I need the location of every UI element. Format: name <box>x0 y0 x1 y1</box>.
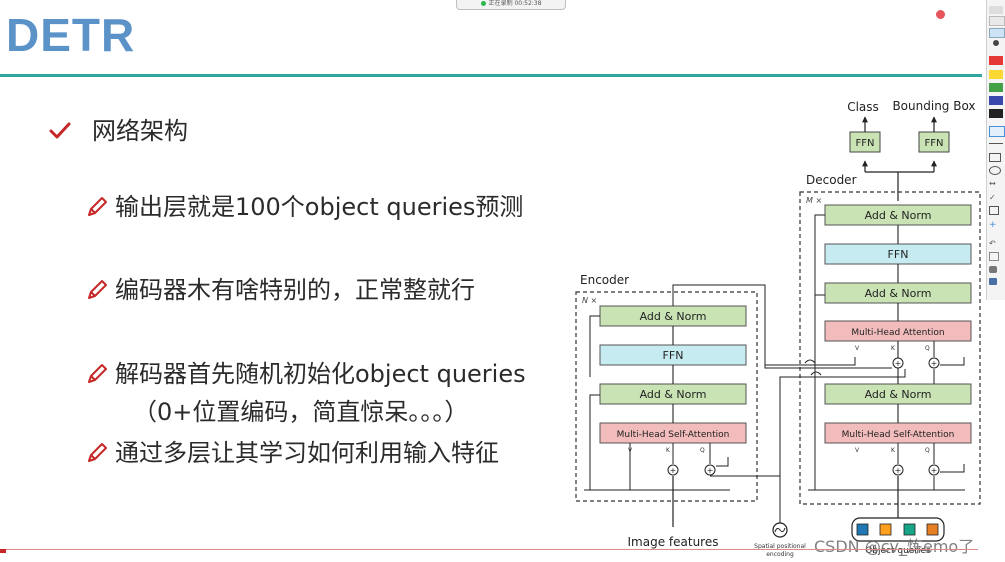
detr-architecture-diagram: Class Bounding Box FFN FFN Decoder M × A… <box>575 99 981 558</box>
dec-cross-v: V <box>855 345 860 352</box>
plus-icon[interactable]: + <box>989 220 997 230</box>
decoder-add-norm-3-label: Add & Norm <box>865 209 932 222</box>
bullet-text: 输出层就是100个object queries预测 <box>115 193 524 221</box>
check-tool-icon[interactable]: ✓ <box>989 193 996 202</box>
decoder-add-norm-1-label: Add & Norm <box>865 388 932 401</box>
bullet-text: 网络架构 <box>92 117 188 145</box>
decoder-repeat-label: M × <box>806 196 822 205</box>
dec-self-q: Q <box>925 447 930 454</box>
class-ffn-label: FFN <box>856 138 875 149</box>
encoder-block <box>575 291 758 502</box>
bullet-text: 解码器首先随机初始化object queries <box>115 360 526 388</box>
csdn-watermark: CSDN @cv_炼emo了 <box>814 537 975 556</box>
encoder-ffn-label: FFN <box>663 349 684 362</box>
ellipse-tool-icon[interactable] <box>989 166 1001 175</box>
dec-self-v: V <box>855 447 860 454</box>
pen-size-icon[interactable] <box>993 40 999 46</box>
spatial-encoding-label-2: encoding <box>766 551 794 558</box>
class-label: Class <box>847 100 879 114</box>
color-yellow-swatch[interactable] <box>989 70 1003 79</box>
encoder-self-attention-label: Multi-Head Self-Attention <box>617 430 730 440</box>
dec-self-k: K <box>891 447 896 454</box>
decoder-block <box>799 191 981 505</box>
checkmark-icon <box>49 122 71 139</box>
image-features-label: Image features <box>628 535 719 549</box>
spatial-encoding-label-1: Spatial positional <box>754 543 806 550</box>
decoder-cross-attention-label: Multi-Head Attention <box>851 328 944 338</box>
title-underline <box>0 74 982 77</box>
decoder-label: Decoder <box>806 173 857 187</box>
svg-text:+: + <box>895 466 902 475</box>
svg-text:+: + <box>931 466 938 475</box>
color-green-swatch[interactable] <box>989 83 1003 92</box>
object-queries-label: Object queries <box>865 546 931 556</box>
object-query-3 <box>903 523 916 536</box>
pencil-icon <box>88 280 107 299</box>
bbox-ffn-label: FFN <box>925 138 944 149</box>
object-query-2 <box>879 523 892 536</box>
color-blue-swatch[interactable] <box>989 96 1003 105</box>
recording-text: 正在录制 00:52:38 <box>488 0 542 7</box>
color-red-swatch[interactable] <box>989 56 1003 65</box>
page-icon[interactable] <box>989 252 999 261</box>
save-icon[interactable] <box>989 278 997 285</box>
annotation-toolbar: ↔ ✓ + ↶ <box>986 0 1005 300</box>
dec-cross-q: Q <box>925 345 930 352</box>
encoder-repeat-label: N × <box>582 296 597 305</box>
line-tool-icon[interactable] <box>989 143 1003 144</box>
frame-tool-icon[interactable] <box>989 206 999 215</box>
pencil-icon <box>88 364 107 383</box>
toolbar-header <box>989 6 1003 14</box>
object-query-1 <box>856 523 869 536</box>
recording-dot-icon <box>480 1 486 6</box>
svg-text:+: + <box>895 359 902 368</box>
svg-text:+: + <box>670 466 677 475</box>
object-query-4 <box>926 523 939 536</box>
undo-icon[interactable]: ↶ <box>989 239 996 248</box>
rectangle-tool-icon[interactable] <box>989 153 1001 162</box>
encoder-label: Encoder <box>580 273 629 287</box>
bounding-box-label: Bounding Box <box>892 99 975 113</box>
pen-tool-icon[interactable] <box>989 126 1005 137</box>
toolbar-dropdown[interactable] <box>989 16 1005 26</box>
bullet-decoder-continued: （0+位置编码，简直惊呆。。。） <box>133 398 469 426</box>
bullet-text: 编码器木有啥特别的，正常整就行 <box>115 276 475 304</box>
decoder-add-norm-2-label: Add & Norm <box>865 287 932 300</box>
decoder-ffn-label: FFN <box>888 248 909 261</box>
pencil-icon <box>88 197 107 216</box>
svg-text:+: + <box>707 466 714 475</box>
enc-q: Q <box>700 447 705 454</box>
svg-text:+: + <box>931 359 938 368</box>
encoder-add-norm-2-label: Add & Norm <box>640 310 707 323</box>
slide-title: DETR <box>6 9 136 61</box>
footer-accent <box>0 549 6 553</box>
recording-indicator[interactable]: 正在录制 00:52:38 <box>456 0 566 10</box>
color-black-swatch[interactable] <box>989 109 1003 118</box>
clear-icon[interactable] <box>989 266 997 273</box>
arrow-tool-icon[interactable]: ↔ <box>989 179 996 188</box>
laser-pointer-dot <box>936 10 945 19</box>
bullet-text: 通过多层让其学习如何利用输入特征 <box>115 439 499 467</box>
decoder-self-attention-label: Multi-Head Self-Attention <box>842 430 955 440</box>
pencil-icon <box>88 443 107 462</box>
encoder-add-norm-1-label: Add & Norm <box>640 388 707 401</box>
footer-divider <box>0 549 978 550</box>
enc-k: K <box>666 447 671 454</box>
toolbar-pointer-button[interactable] <box>989 28 1005 38</box>
dec-cross-k: K <box>891 345 896 352</box>
